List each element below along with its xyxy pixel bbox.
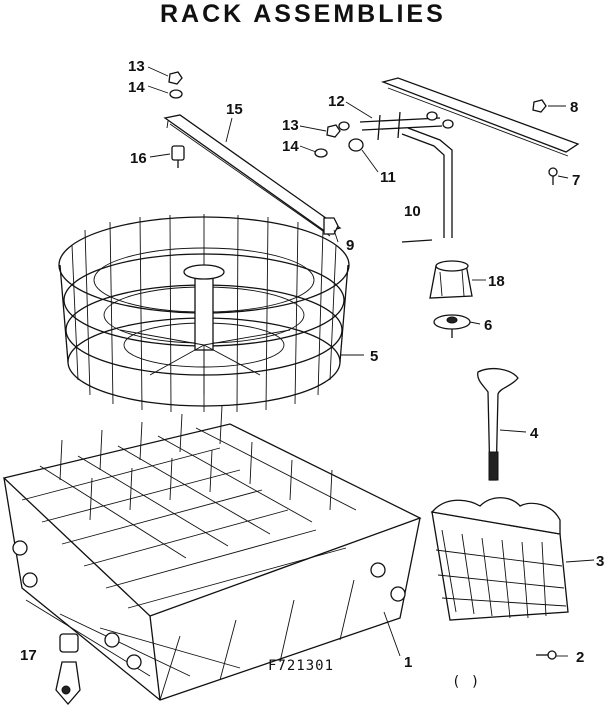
part-3-silverware-basket: [430, 497, 569, 621]
part-14-washer-mid: [314, 148, 328, 158]
diagram-title: RACK ASSEMBLIES: [160, 0, 446, 28]
callout-3: 3: [596, 553, 604, 570]
part-4-handle: [477, 367, 519, 481]
part-5-round-rack: [58, 214, 350, 413]
drawing-code: F721301: [268, 658, 334, 674]
callout-12: 12: [328, 93, 345, 110]
part-16-roller: [171, 145, 185, 168]
callout-10: 10: [404, 203, 421, 220]
part-1-lower-rack: [2, 405, 422, 701]
callout-14-left: 14: [128, 79, 145, 96]
callout-4: 4: [530, 425, 539, 442]
part-2-screw: [536, 650, 557, 660]
callout-1: 1: [404, 654, 412, 671]
part-rail-right: [380, 77, 580, 157]
part-8-nut: [532, 99, 547, 113]
part-7-screw: [548, 167, 558, 185]
leader-lines: [147, 66, 595, 657]
callout-13-mid: 13: [282, 117, 299, 134]
page-mark: ( ): [452, 674, 480, 690]
callout-16: 16: [130, 150, 147, 167]
part-14-washer-left: [169, 89, 183, 99]
part-13-nut-left: [168, 71, 183, 85]
part-spray-tube: [401, 127, 453, 238]
part-11-cap: [348, 138, 364, 152]
part-15-rail: [163, 114, 342, 237]
callout-8: 8: [570, 99, 578, 116]
part-12-bracket: [338, 111, 454, 141]
callout-18: 18: [488, 273, 505, 290]
part-9-clip: [323, 217, 339, 235]
callout-7: 7: [572, 172, 580, 189]
callout-13-left: 13: [128, 58, 145, 75]
callout-labels: 13 14 15 16 13 14 12 11 8 7 10 9 18 6 5 …: [20, 58, 604, 671]
part-18-hub: [429, 260, 473, 299]
callout-11: 11: [380, 169, 396, 186]
callout-17: 17: [20, 647, 37, 664]
part-17-roller-clip: [55, 633, 81, 705]
callout-15: 15: [226, 101, 243, 118]
part-13-nut-mid: [326, 124, 341, 138]
part-6-nozzle-base: [433, 314, 471, 338]
part-10-pin: [401, 239, 433, 243]
callout-14-mid: 14: [282, 138, 299, 155]
callout-6: 6: [484, 317, 492, 334]
callout-5: 5: [370, 348, 378, 365]
callout-2: 2: [576, 649, 584, 666]
callout-9: 9: [346, 237, 354, 254]
